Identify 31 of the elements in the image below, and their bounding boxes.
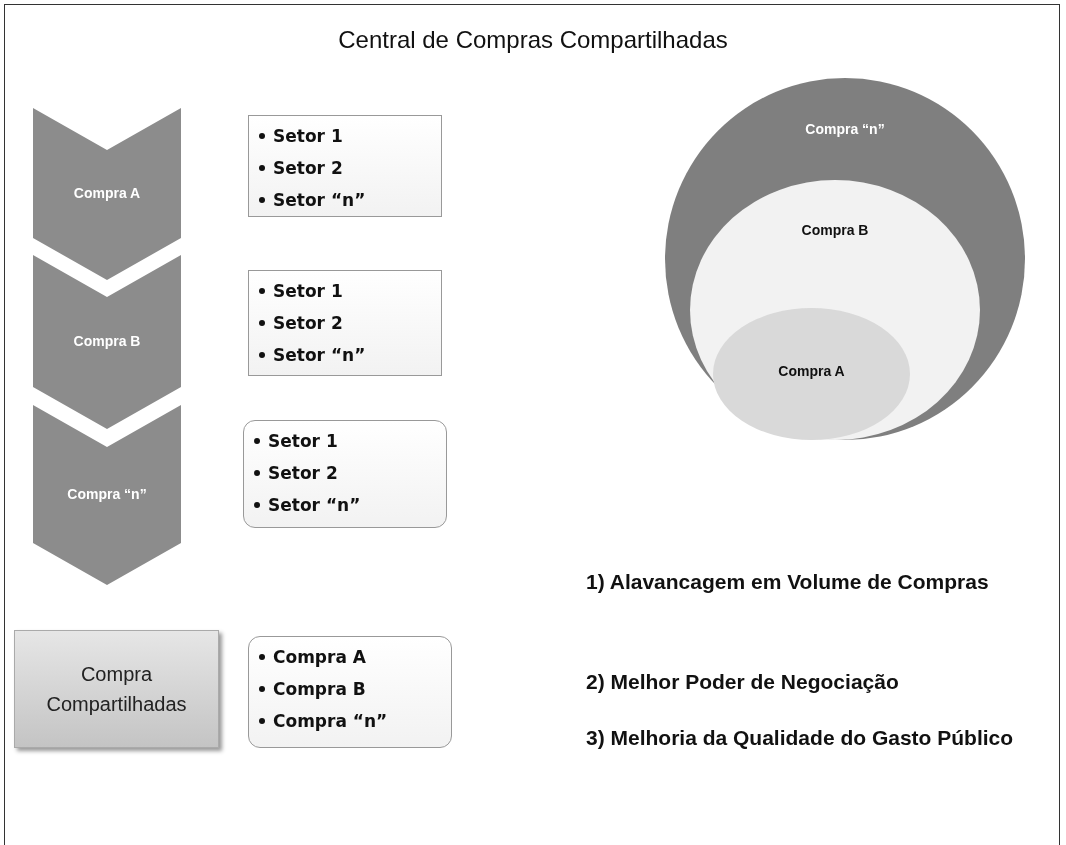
benefit-item: 1) Alavancagem em Volume de Compras [586,569,990,595]
list-item: Setor “n” [273,189,366,212]
bullet-list-box [248,115,442,217]
bullet-list-box [248,270,442,376]
diagram-title: Central de Compras Compartilhadas [337,26,729,54]
chevron-shape [33,405,181,585]
circle-label: Compra A [777,363,846,380]
circle-label: Compra “n” [804,121,886,138]
process-box [14,630,219,748]
list-item: Compra B [273,678,366,701]
benefit-item: 3) Melhoria da Qualidade do Gasto Público [586,725,1015,751]
list-item: Setor 1 [273,280,343,303]
list-item: Setor 1 [268,430,338,453]
chevron-label: Compra A [72,185,142,201]
list-item: Setor 2 [268,462,338,485]
chevron-label: Compra B [72,333,142,349]
list-item: Setor 2 [273,157,343,180]
list-item: Compra “n” [273,710,388,733]
chevron-label: Compra “n” [66,486,148,502]
list-item: Setor 1 [273,125,343,148]
benefit-item: 2) Melhor Poder de Negociação [586,669,900,695]
list-item: Compra A [273,646,366,669]
list-item: Setor “n” [273,344,366,367]
chevron-shape [33,255,181,429]
list-item: Setor “n” [268,494,361,517]
chevron-shape [33,108,181,280]
bullet-list-box [243,420,447,528]
box-label: Compra Compartilhadas [45,662,188,717]
circle-label: Compra B [800,221,870,238]
bullet-list-box [248,636,452,748]
list-item: Setor 2 [273,312,343,335]
